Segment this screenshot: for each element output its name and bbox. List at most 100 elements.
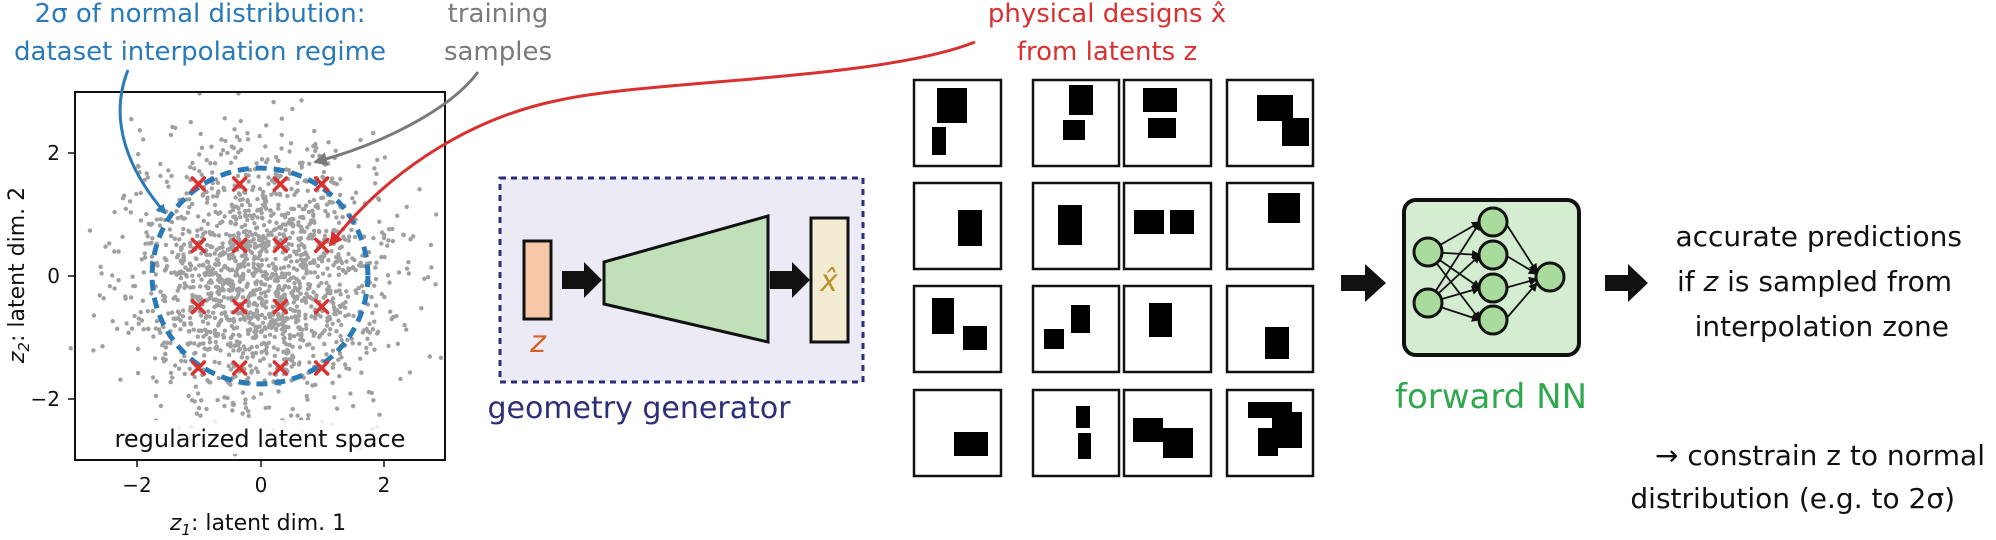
training-sample-point — [246, 409, 251, 414]
training-sample-point — [213, 209, 218, 215]
training-sample-point — [213, 270, 218, 275]
training-sample-point — [116, 278, 121, 283]
physical-designs-label-line1: physical designs x̂ — [988, 0, 1226, 29]
training-sample-point — [234, 204, 239, 209]
training-sample-point — [252, 292, 257, 297]
training-sample-point — [182, 322, 187, 327]
training-sample-point — [220, 148, 226, 153]
y-ticks — [68, 152, 75, 400]
training-sample-point — [311, 353, 316, 359]
training-sample-point — [303, 300, 309, 305]
training-sample-point — [382, 155, 388, 160]
training-sample-point — [404, 266, 410, 271]
latent-sample-cross — [190, 237, 207, 254]
training-sample-point — [199, 145, 205, 150]
training-sample-point — [327, 332, 332, 337]
training-sample-point — [235, 272, 240, 278]
training-sample-point — [169, 310, 175, 315]
training-sample-point — [173, 363, 178, 368]
training-sample-point — [213, 339, 218, 345]
training-sample-point — [279, 478, 283, 482]
training-sample-point — [188, 321, 193, 326]
training-sample-point — [307, 342, 312, 347]
training-sample-point — [299, 298, 304, 303]
training-sample-point — [312, 128, 317, 134]
training-sample-point — [349, 227, 354, 233]
training-sample-point — [259, 157, 265, 162]
training-sample-point — [361, 289, 366, 295]
training-sample-point — [215, 190, 221, 196]
training-sample-point — [204, 157, 209, 163]
training-sample-point — [311, 213, 316, 219]
training-sample-point — [217, 360, 222, 366]
training-sample-point — [199, 251, 204, 256]
training-sample-point — [179, 214, 184, 219]
training-sample-point — [267, 363, 273, 368]
training-sample-point — [302, 206, 307, 212]
training-sample-point — [266, 181, 271, 187]
training-sample-point — [325, 319, 330, 324]
design-tile — [1225, 284, 1315, 374]
training-sample-point — [145, 309, 150, 314]
training-sample-point — [176, 252, 181, 258]
training-sample-point — [321, 169, 327, 175]
training-sample-point — [229, 144, 234, 149]
training-sample-point — [427, 354, 432, 359]
training-sample-point — [285, 193, 290, 199]
latent-grid-crosses — [190, 176, 330, 376]
training-sample-point — [112, 286, 117, 291]
training-sample-point — [325, 212, 331, 217]
training-sample-point — [287, 217, 292, 223]
training-sample-point — [319, 280, 324, 286]
training-sample-point — [367, 321, 372, 327]
training-sample-point — [222, 187, 227, 193]
training-sample-point — [205, 321, 211, 326]
training-sample-point — [201, 218, 206, 224]
training-sample-point — [213, 262, 218, 267]
training-sample-point — [251, 261, 256, 266]
training-sample-point — [123, 206, 128, 211]
training-sample-point — [292, 285, 298, 290]
training-sample-point — [192, 341, 197, 346]
training-sample-point — [198, 284, 203, 289]
training-sample-point — [261, 356, 266, 361]
training-sample-point — [286, 271, 292, 276]
training-sample-point — [374, 260, 379, 265]
training-sample-point — [246, 208, 251, 213]
training-sample-point — [237, 237, 242, 242]
inner-label-bg — [100, 420, 420, 454]
training-sample-point — [264, 299, 269, 304]
training-sample-point — [207, 340, 213, 345]
training-sample-point — [279, 327, 285, 332]
training-sample-point — [338, 292, 343, 297]
training-sample-point — [198, 341, 203, 346]
training-sample-point — [319, 259, 325, 264]
training-sample-point — [292, 281, 297, 286]
training-sample-point — [261, 234, 266, 239]
training-sample-point — [222, 310, 228, 315]
training-sample-point — [292, 192, 297, 198]
training-sample-point — [234, 339, 240, 344]
training-sample-point — [249, 250, 255, 256]
training-sample-point — [361, 328, 366, 333]
training-sample-point — [330, 200, 335, 205]
training-sample-point — [251, 302, 256, 307]
training-sample-point — [204, 242, 210, 248]
training-sample-point — [190, 292, 195, 298]
training-sample-point — [337, 282, 342, 287]
training-sample-point — [206, 272, 212, 277]
training-sample-point — [209, 244, 215, 250]
training-sample-point — [145, 326, 151, 331]
training-sample-point — [358, 137, 363, 143]
training-sample-point — [330, 365, 335, 370]
training-sample-point — [151, 334, 156, 339]
training-sample-point — [120, 196, 126, 201]
training-sample-point — [222, 263, 228, 269]
training-sample-point — [280, 314, 285, 319]
training-sample-point — [307, 360, 312, 365]
training-sample-point — [263, 294, 268, 299]
training-sample-point — [366, 389, 372, 395]
training-sample-point — [207, 252, 213, 258]
training-sample-point — [299, 333, 304, 338]
